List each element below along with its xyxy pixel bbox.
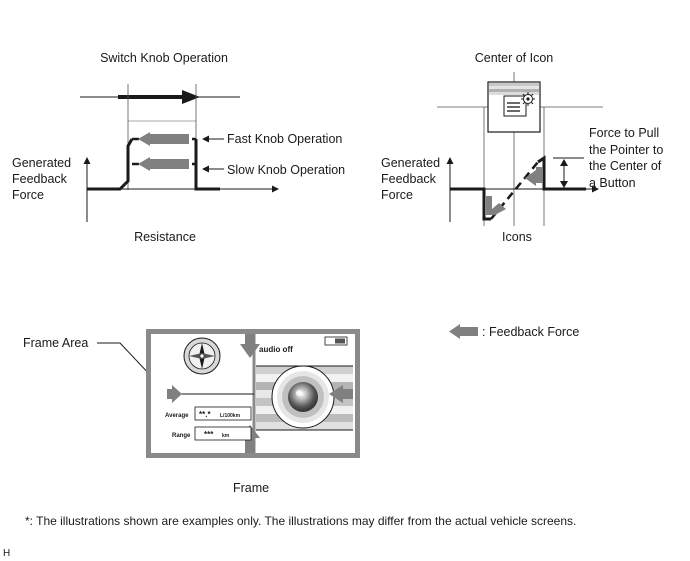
force-profile-fall (194, 139, 220, 191)
feedback-force-legend: : Feedback Force (449, 324, 579, 339)
frame-arrow-right (329, 385, 353, 403)
slow-feedback-arrow (138, 157, 189, 171)
toggle-icon (324, 336, 348, 346)
switch-knob-diagram: Switch Knob Operation Fast Knob Operatio… (12, 51, 345, 244)
dimension-arrow-up (560, 159, 568, 166)
pull-arrow-right (525, 167, 543, 186)
audio-off-label: audio off (259, 345, 293, 354)
fast-knob-label: Fast Knob Operation (227, 132, 342, 146)
center-of-icon-diagram: Center of Icon (381, 51, 663, 244)
frame-caption: Frame (233, 481, 269, 495)
corner-mark: H (3, 548, 10, 559)
average-label: Average (165, 413, 189, 419)
compass-icon (183, 337, 221, 375)
force-label-4: a Button (589, 176, 636, 190)
dimension-arrow-down (560, 181, 568, 188)
average-unit: L/100km (220, 413, 241, 419)
settings-icon (487, 81, 541, 133)
center-of-icon-title: Center of Icon (475, 51, 554, 65)
frame-diagram: Frame Area audio off (23, 329, 360, 495)
left-y-label-3: Force (12, 188, 44, 202)
legend-arrow (449, 324, 478, 339)
force-label-3: the Center of (589, 159, 662, 173)
frame-area-leader (97, 342, 154, 379)
force-profile-rise (87, 138, 134, 191)
frame-arrow-left (167, 385, 182, 403)
range-value: *** (204, 430, 214, 439)
resistance-label: Resistance (134, 230, 196, 244)
average-value: **.* (199, 410, 211, 419)
switch-knob-title: Switch Knob Operation (100, 51, 228, 65)
legend-label: : Feedback Force (482, 325, 579, 339)
icon-force-profile-left (450, 187, 491, 221)
range-label: Range (172, 433, 191, 439)
top-direction-arrowhead (182, 90, 200, 104)
icons-label: Icons (502, 230, 532, 244)
icon-force-profile-right (537, 155, 586, 191)
right-y-label-3: Force (381, 188, 413, 202)
right-y-label-1: Generated (381, 156, 440, 170)
footnote: *: The illustrations shown are examples … (25, 514, 576, 528)
frame-area-label: Frame Area (23, 336, 88, 350)
right-y-label-2: Feedback (381, 172, 437, 186)
left-y-label-2: Feedback (12, 172, 68, 186)
left-y-label-1: Generated (12, 156, 71, 170)
force-label-1: Force to Pull (589, 126, 659, 140)
lens-panel (256, 365, 353, 431)
slow-knob-label: Slow Knob Operation (227, 163, 345, 177)
frame-arrow-down (240, 334, 260, 358)
average-box (194, 406, 252, 421)
range-box (194, 426, 252, 441)
pull-arrow-left (486, 196, 506, 215)
force-label-2: the Pointer to (589, 143, 663, 157)
range-unit: km (222, 433, 230, 439)
fast-feedback-arrow (138, 132, 189, 146)
